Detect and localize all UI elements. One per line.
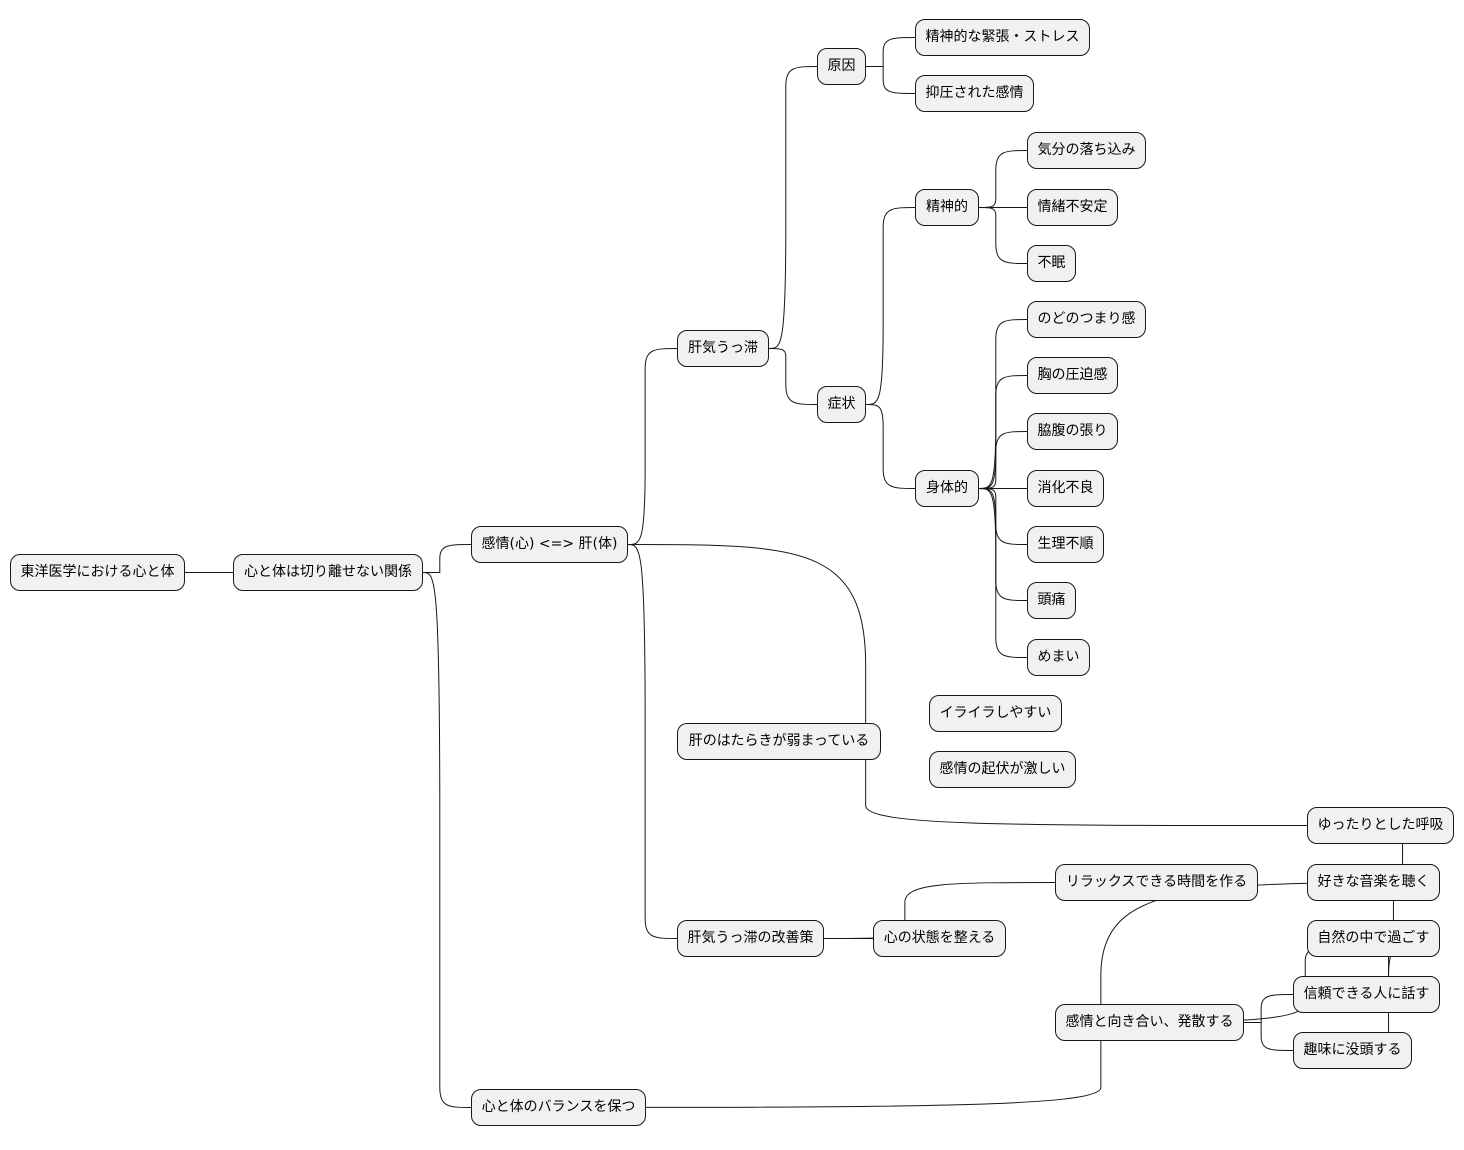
connector-line: [978, 207, 1028, 264]
cause-item: 精神的な緊張・ストレス: [915, 19, 1090, 56]
physical-symptoms-node: 身体的: [915, 470, 979, 507]
mental-symptoms-node: 精神的: [915, 189, 979, 226]
liver-weak-node: 肝のはたらきが弱まっている: [677, 723, 881, 760]
mind-state-node: 心の状態を整える: [873, 920, 1006, 957]
liver-weak-item: 感情の起伏が激しい: [929, 751, 1076, 788]
relax-item: 自然の中で過ごす: [1307, 920, 1440, 957]
connector-line: [423, 544, 472, 573]
relax-item: ゆったりとした呼吸: [1307, 807, 1454, 844]
emotion-release-item: 信頼できる人に話す: [1293, 976, 1440, 1013]
connector-line: [978, 319, 1028, 489]
symptoms-node: 症状: [817, 386, 866, 423]
connector-line: [978, 488, 1028, 545]
connector-line: [978, 488, 1028, 658]
physical-symptom-item: めまい: [1027, 639, 1090, 676]
emotion-release-item: 趣味に没頭する: [1293, 1032, 1412, 1069]
mental-symptom-item: 情緒不安定: [1027, 189, 1118, 226]
physical-symptom-item: 頭痛: [1027, 582, 1076, 619]
physical-symptom-item: のどのつまり感: [1027, 301, 1146, 338]
connector-line: [865, 404, 916, 489]
connector-line: [978, 150, 1028, 208]
relax-node: リラックスできる時間を作る: [1055, 864, 1258, 901]
connector-line: [768, 348, 818, 405]
connector-line: [627, 348, 678, 545]
connector-line: [866, 37, 916, 67]
connector-line: [422, 572, 472, 1108]
connector-line: [978, 431, 1028, 489]
relax-item: 好きな音楽を聴く: [1307, 864, 1440, 901]
connector-line: [978, 375, 1028, 489]
connector-line: [768, 66, 818, 349]
root-node: 東洋医学における心と体: [10, 554, 185, 591]
connector-line: [627, 544, 1308, 826]
connector-line: [865, 207, 916, 405]
emotion-liver-node: 感情(心) <=> 肝(体): [471, 526, 628, 563]
improvement-node: 肝気うっ滞の改善策: [677, 920, 824, 957]
physical-symptom-item: 脇腹の張り: [1027, 413, 1118, 450]
physical-symptom-item: 消化不良: [1027, 470, 1104, 507]
relation-node: 心と体は切り離せない関係: [233, 554, 423, 591]
mental-symptom-item: 気分の落ち込み: [1027, 132, 1146, 169]
mental-symptom-item: 不眠: [1027, 245, 1076, 282]
liver-qi-stagnation-node: 肝気うっ滞: [677, 330, 769, 367]
liver-weak-item: イライラしやすい: [929, 695, 1062, 732]
emotion-release-node: 感情と向き合い、発散する: [1055, 1004, 1244, 1041]
balance-node: 心と体のバランスを保つ: [471, 1089, 646, 1126]
physical-symptom-item: 生理不順: [1027, 526, 1104, 563]
causes-node: 原因: [817, 48, 866, 85]
cause-item: 抑圧された感情: [915, 75, 1034, 112]
connector-line: [866, 66, 916, 94]
connector-line: [627, 544, 678, 939]
connector-line: [1243, 1021, 1294, 1051]
physical-symptom-item: 胸の圧迫感: [1027, 357, 1118, 394]
